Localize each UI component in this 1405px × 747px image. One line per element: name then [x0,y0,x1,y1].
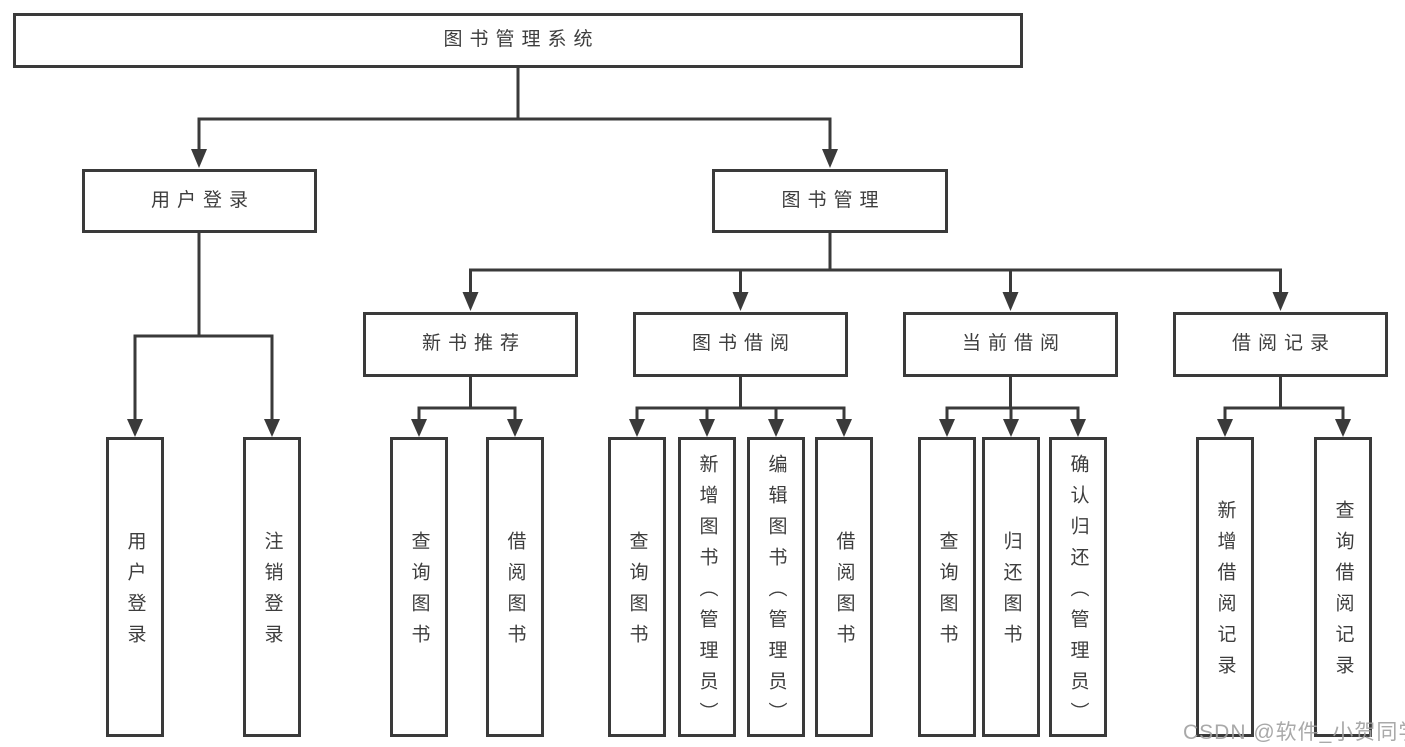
node-label: 归还图书 [1000,531,1022,655]
node-label: 查询借阅记录 [1332,500,1354,686]
node-label: 编辑图书（管理员） [765,453,787,733]
node-label: 借阅图书 [833,531,855,655]
leaf-query-book-recommend: 查询图书 [390,437,448,737]
node-label: 查询图书 [408,531,430,655]
node-label: 图书管理系统 [443,29,600,51]
node-label: 新书推荐 [421,333,526,355]
node-label: 新增借阅记录 [1214,500,1236,686]
node-label: 当前借阅 [961,333,1066,355]
node-new-book-recommend: 新书推荐 [363,312,578,377]
node-label: 借阅图书 [504,531,526,655]
node-label: 用户登录 [124,531,146,655]
node-borrow-record: 借阅记录 [1173,312,1388,377]
leaf-query-book-borrow: 查询图书 [608,437,666,737]
leaf-return-book: 归还图书 [982,437,1040,737]
edge-root-to-level2 [191,66,838,168]
edge-borrow-record-to-leaves [1217,375,1351,437]
node-label: 图书管理 [781,189,886,211]
node-label: 查询图书 [626,531,648,655]
node-label: 用户登录 [150,189,255,211]
node-label: 图书借阅 [691,333,796,355]
leaf-query-borrow-record: 查询借阅记录 [1314,437,1372,737]
node-label: 注销登录 [261,531,283,655]
leaf-confirm-return-admin: 确认归还（管理员） [1049,437,1107,737]
edge-new-book-to-leaves [411,375,523,437]
leaf-add-book-admin: 新增图书（管理员） [678,437,736,737]
leaf-borrow-book: 借阅图书 [815,437,873,737]
leaf-query-book-current: 查询图书 [918,437,976,737]
node-library-management-system: 图书管理系统 [13,13,1023,68]
leaf-borrow-book-recommend: 借阅图书 [486,437,544,737]
node-label: 确认归还（管理员） [1067,453,1089,733]
edge-book-management-to-level3 [462,231,1289,311]
node-label: 查询图书 [936,531,958,655]
leaf-add-borrow-record: 新增借阅记录 [1196,437,1254,737]
leaf-edit-book-admin: 编辑图书（管理员） [747,437,805,737]
leaf-logout: 注销登录 [243,437,301,737]
node-book-management: 图书管理 [712,169,948,233]
node-current-borrow: 当前借阅 [903,312,1118,377]
node-label: 新增图书（管理员） [696,453,718,733]
node-book-borrow: 图书借阅 [633,312,848,377]
edge-user-login-to-leaves [127,231,280,437]
node-user-login: 用户登录 [82,169,317,233]
edge-current-borrow-to-leaves [939,375,1086,437]
edge-book-borrow-to-leaves [629,375,852,437]
csdn-watermark: CSDN @软件_小贺同学 [1183,721,1405,744]
leaf-user-login: 用户登录 [106,437,164,737]
node-label: 借阅记录 [1231,333,1336,355]
